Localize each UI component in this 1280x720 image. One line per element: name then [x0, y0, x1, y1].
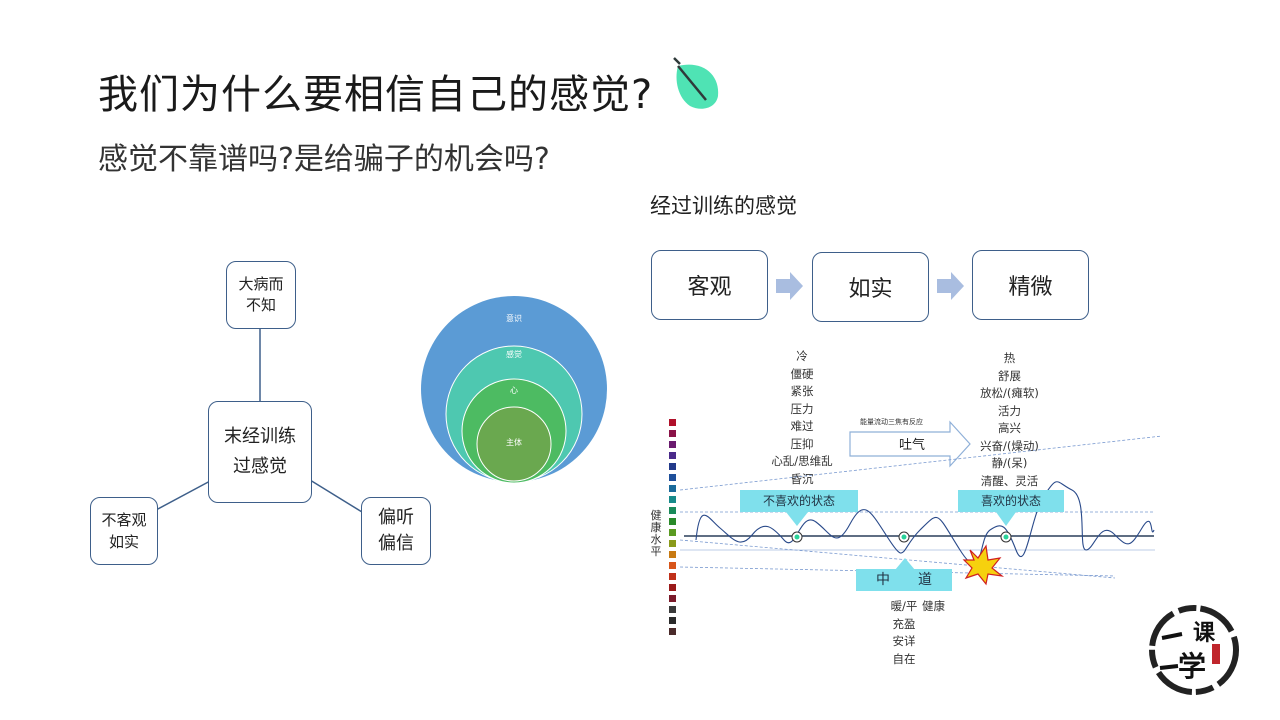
- middle-quality: 暖/平: [890, 599, 918, 613]
- label-feeling: 感觉: [506, 349, 522, 359]
- energy-note: 能量流动三焦有反应: [860, 418, 923, 426]
- arrow-right-icon: [937, 272, 964, 300]
- positive-state: 舒展: [998, 368, 1021, 383]
- connector-lines: [155, 328, 363, 513]
- middle-way-label: 中 道: [876, 572, 932, 588]
- health-axis-label: 健 康 水 平: [649, 510, 663, 558]
- ruler-square: [669, 529, 676, 536]
- negative-state: 压力: [790, 401, 814, 416]
- negative-state: 难过: [790, 419, 814, 433]
- page-subtitle: 感觉不靠谱吗?是给骗子的机会吗?: [98, 142, 550, 177]
- ruler-square: [669, 540, 676, 547]
- health-axis-char: 水: [650, 533, 662, 546]
- ruler-square: [669, 584, 676, 591]
- untrained-feeling-node: 末经训练 过感觉: [208, 401, 312, 503]
- negative-state: 心乱/思维乱: [771, 454, 833, 468]
- step-truthful: 如实: [812, 252, 929, 322]
- ruler-square: [669, 628, 676, 635]
- positive-state: 热: [1003, 351, 1016, 365]
- negative-states-list: 冷 僵硬 紧张 压力 难过 压抑 心乱/思维乱 昏沉: [762, 348, 842, 488]
- nested-circles: 意识 感觉 心 主体: [421, 296, 607, 484]
- ruler-square: [669, 474, 676, 481]
- negative-state: 紧张: [790, 384, 814, 398]
- logo-seal: 课 学: [1149, 605, 1239, 695]
- illness-line-2: 不知: [245, 296, 276, 314]
- not-objective-node: 不客观 如实: [90, 497, 158, 565]
- callout-pointer: [996, 512, 1016, 526]
- like-state-callout: 喜欢的状态: [958, 490, 1064, 512]
- biased-line-1: 偏听: [378, 507, 414, 528]
- negative-state: 僵硬: [790, 366, 814, 381]
- ruler-square: [669, 573, 676, 580]
- like-state-label: 喜欢的状态: [980, 494, 1041, 508]
- ruler-square: [669, 507, 676, 514]
- positive-state: 静/(呆): [991, 456, 1028, 470]
- logo-char-ke: 课: [1193, 621, 1216, 646]
- label-heart: 心: [510, 386, 518, 395]
- ruler-square: [669, 441, 676, 448]
- step-objective: 客观: [651, 250, 768, 320]
- biased-listening-node: 偏听 偏信: [361, 497, 431, 565]
- negative-state: 昏沉: [790, 471, 814, 486]
- middle-qualities-list: 暖/平 充盈 安详 自在: [872, 598, 936, 668]
- callout-pointer: [895, 558, 915, 570]
- illness-line-1: 大病而: [238, 275, 284, 293]
- health-axis-char: 健: [650, 509, 662, 522]
- step-truthful-label: 如实: [848, 277, 893, 302]
- not-objective-line-2: 如实: [108, 533, 139, 551]
- label-consciousness: 意识: [506, 313, 522, 323]
- ruler-square: [669, 496, 676, 503]
- page-title: 我们为什么要相信自己的感觉?: [98, 72, 654, 118]
- step-subtle: 精微: [972, 250, 1089, 320]
- ruler-square: [669, 430, 676, 437]
- healthy-label: 健康: [922, 599, 945, 613]
- label-subject: 主体: [506, 437, 522, 447]
- exhale-label: 吐气: [898, 438, 925, 453]
- middle-quality: 安详: [892, 634, 916, 648]
- step-subtle-label: 精微: [1008, 275, 1053, 300]
- ruler-square: [669, 518, 676, 525]
- dislike-state-callout: 不喜欢的状态: [740, 490, 858, 512]
- ruler-square: [669, 551, 676, 558]
- ruler-square: [669, 485, 676, 492]
- ruler-square: [669, 606, 676, 613]
- positive-state: 高兴: [998, 421, 1021, 435]
- positive-state: 活力: [998, 403, 1021, 418]
- negative-state: 压抑: [790, 436, 814, 451]
- dislike-state-label: 不喜欢的状态: [762, 494, 835, 508]
- ruler-square: [669, 463, 676, 470]
- circle-subject: [476, 406, 552, 482]
- negative-state: 冷: [796, 349, 808, 363]
- positive-state: 放松/(瘫软): [980, 386, 1039, 400]
- logo-char-xue: 学: [1178, 650, 1206, 683]
- biased-line-2: 偏信: [378, 533, 414, 554]
- untrained-line-1: 末经训练: [224, 426, 296, 447]
- positive-state: 兴奋/(燥动): [980, 438, 1039, 453]
- ruler-square: [669, 562, 676, 569]
- middle-quality: 充盈: [892, 616, 916, 631]
- not-objective-line-1: 不客观: [101, 511, 147, 529]
- serious-illness-node: 大病而 不知: [226, 261, 296, 329]
- health-axis-char: 康: [650, 521, 662, 534]
- middle-way-callout: 中 道: [856, 569, 952, 591]
- positive-state: 清醒、灵活: [980, 473, 1039, 488]
- state-lines: [679, 420, 1163, 586]
- positive-states-list: 热 舒展 放松/(瘫软) 活力 高兴 兴奋/(燥动) 静/(呆) 清醒、灵活: [962, 350, 1057, 490]
- step-objective-label: 客观: [687, 275, 732, 300]
- trained-feeling-label: 经过训练的感觉: [650, 194, 797, 218]
- leaf-icon: [673, 57, 719, 109]
- ruler-square: [669, 595, 676, 602]
- callout-pointer: [786, 512, 808, 526]
- ruler-square: [669, 452, 676, 459]
- ruler-square: [669, 419, 676, 426]
- middle-quality: 自在: [892, 651, 916, 666]
- untrained-line-2: 过感觉: [233, 456, 287, 477]
- health-axis-char: 平: [650, 545, 662, 558]
- arrow-right-icon: [776, 272, 803, 300]
- ruler-square: [669, 617, 676, 624]
